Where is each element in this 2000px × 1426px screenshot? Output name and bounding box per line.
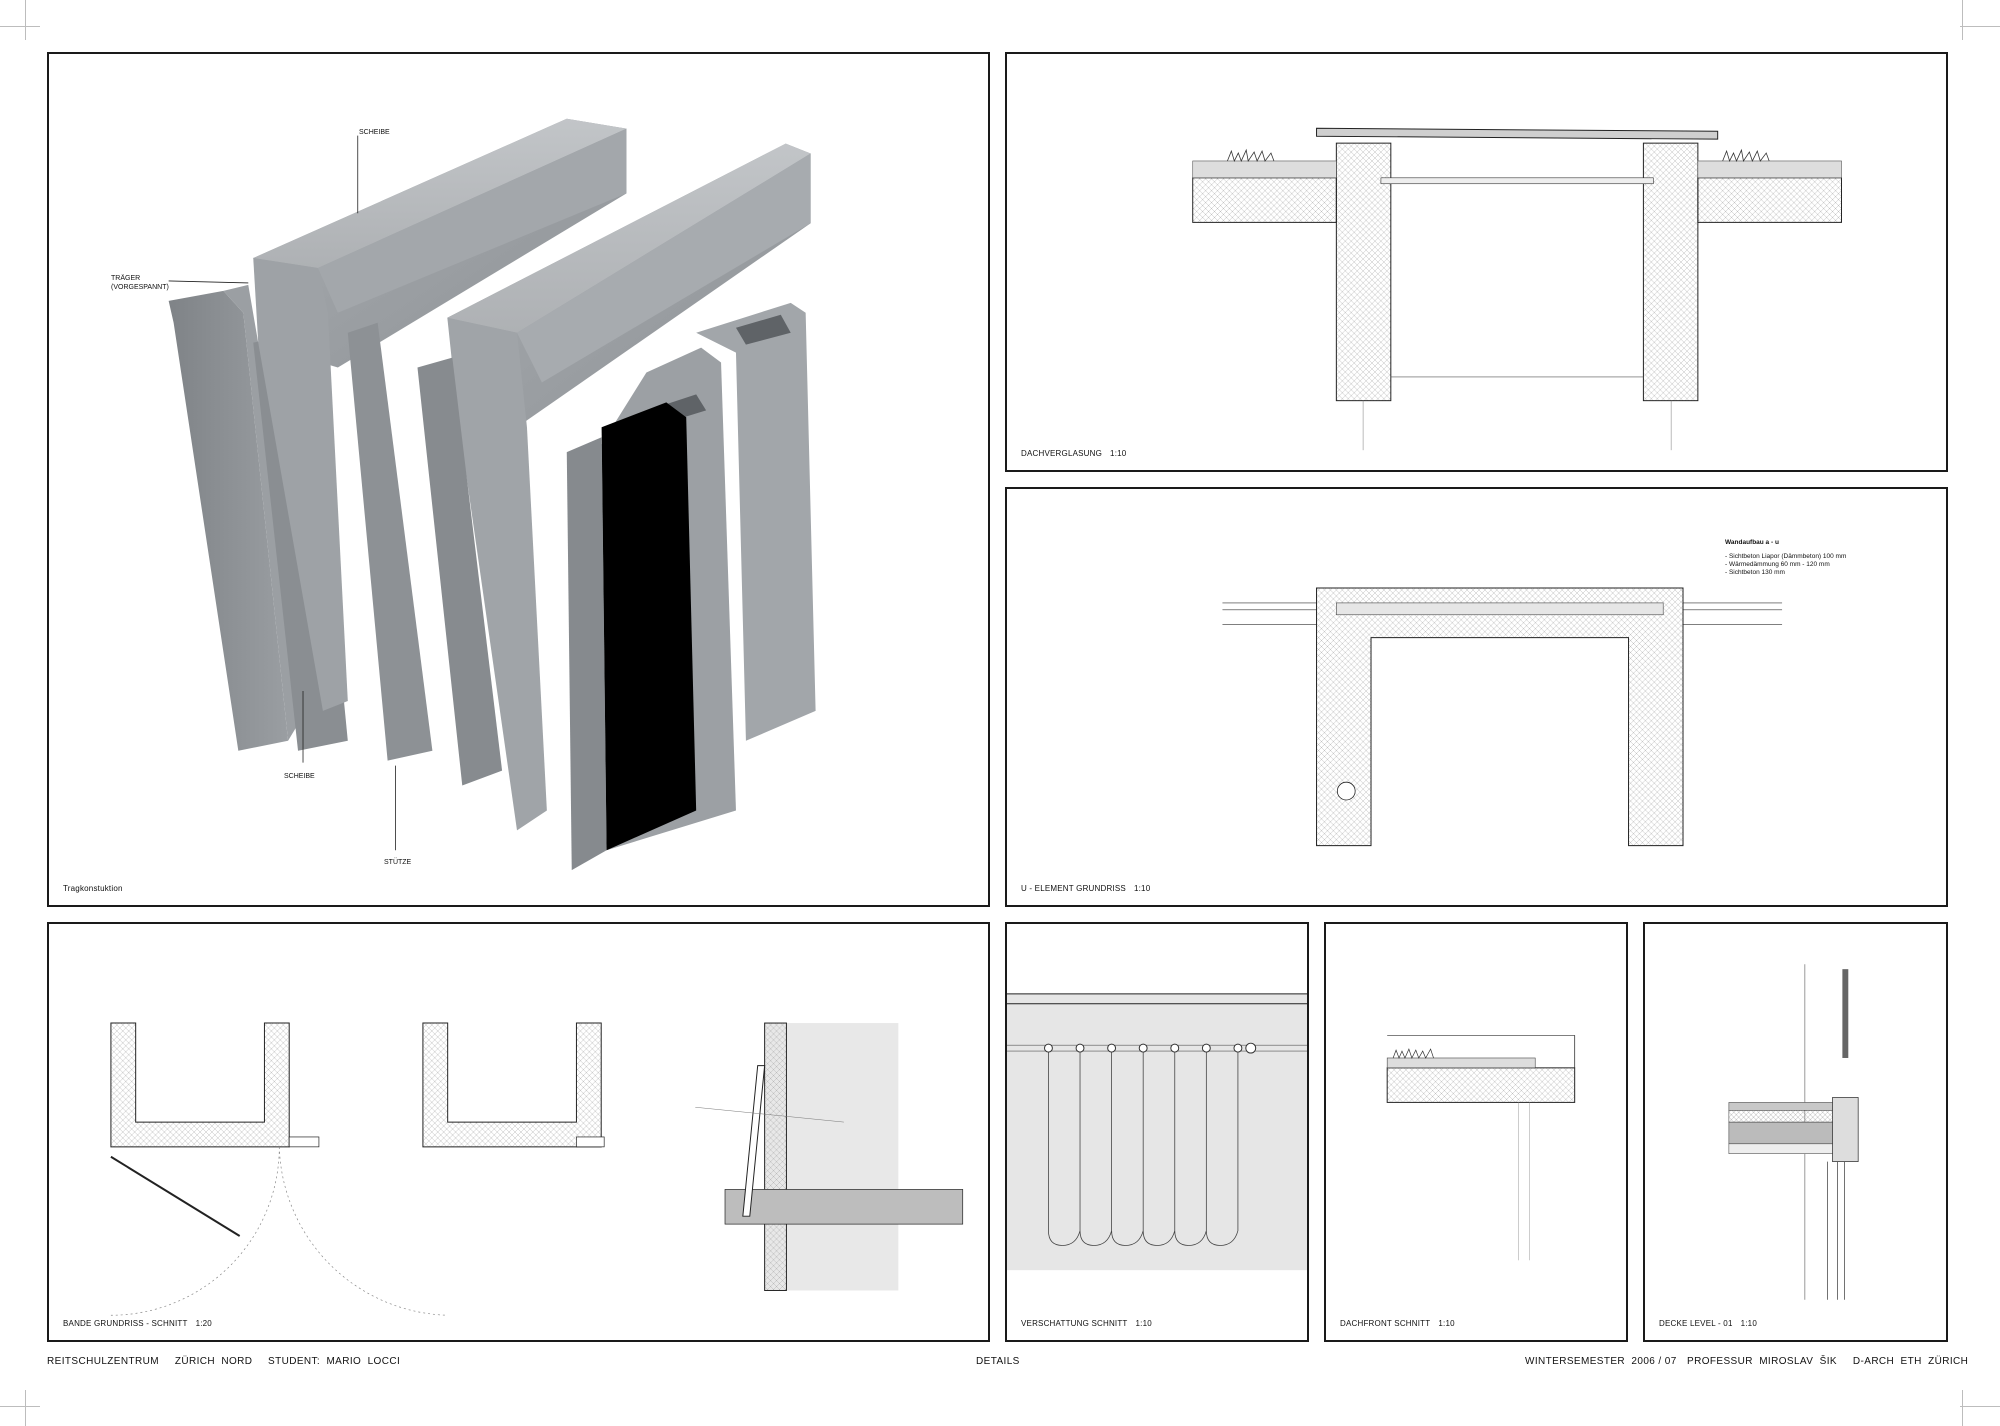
footer-semester: WINTERSEMESTER 2006 / 07 [1525, 1356, 1677, 1367]
footer-sheet-title: DETAILS [976, 1356, 1020, 1367]
crop-mark [1962, 0, 1963, 40]
panel-decke: DECKE LEVEL - 01 1:10 [1643, 922, 1948, 1342]
panel-u-element: Wandaufbau a - u - Sichtbeton Liapor (Dä… [1005, 487, 1948, 907]
label-scheibe-top: SCHEIBE [359, 129, 390, 136]
footer-project: REITSCHULZENTRUM ZÜRICH NORD [47, 1356, 253, 1367]
panel-dachverglasung: DACHVERGLASUNG 1:10 [1005, 52, 1948, 472]
caption-scale: 1:10 [1740, 1319, 1757, 1328]
crop-mark [25, 1390, 26, 1426]
concrete-structure-render [168, 118, 816, 871]
bande-drawing [110, 1022, 964, 1316]
panel-caption: VERSCHATTUNG SCHNITT 1:10 [1021, 1319, 1152, 1328]
panel-caption: DECKE LEVEL - 01 1:10 [1659, 1319, 1757, 1328]
crop-mark [1960, 1406, 2000, 1407]
crop-mark [1962, 1390, 1963, 1426]
decke-drawing [1728, 964, 1859, 1300]
label-traeger: TRÄGER (VORGESPANNT) [111, 274, 169, 292]
caption-text: VERSCHATTUNG SCHNITT [1021, 1319, 1128, 1328]
caption-scale: 1:10 [1438, 1319, 1455, 1328]
footer-student: STUDENT: MARIO LOCCI [268, 1356, 401, 1367]
caption-scale: 1:10 [1133, 884, 1151, 893]
caption-text: Tragkonstuktion [63, 884, 123, 893]
legend-line: - Sichtbeton 130 mm [1725, 569, 1785, 576]
caption-text: BANDE GRUNDRISS - SCHNITT [63, 1319, 188, 1328]
verschattung-drawing [1007, 993, 1307, 1271]
caption-text: DACHFRONT SCHNITT [1340, 1319, 1431, 1328]
panel-caption: Tragkonstuktion [63, 884, 123, 893]
label-scheibe-bottom: SCHEIBE [284, 773, 315, 780]
caption-scale: 1:10 [1135, 1319, 1152, 1328]
panel-caption: BANDE GRUNDRISS - SCHNITT 1:20 [63, 1319, 212, 1328]
panel-dachfront: DACHFRONT SCHNITT 1:10 [1324, 922, 1628, 1342]
panel-caption: DACHFRONT SCHNITT 1:10 [1340, 1319, 1455, 1328]
panel-verschattung: VERSCHATTUNG SCHNITT 1:10 [1005, 922, 1309, 1342]
label-traeger-line1: TRÄGER [111, 275, 141, 282]
legend-line: - Wärmedämmung 60 mm - 120 mm [1725, 561, 1830, 568]
dachfront-drawing [1386, 1034, 1576, 1261]
u-element-drawing [1222, 587, 1783, 847]
panel-caption: DACHVERGLASUNG 1:10 [1021, 449, 1126, 458]
label-stuetze: STÜTZE [384, 859, 412, 866]
crop-mark [25, 0, 26, 40]
label-traeger-line2: (VORGESPANNT) [111, 284, 169, 291]
panel-caption: U - ELEMENT GRUNDRISS 1:10 [1021, 884, 1150, 893]
crop-mark [0, 26, 40, 27]
crop-mark [1960, 26, 2000, 27]
caption-scale: 1:20 [195, 1319, 212, 1328]
legend-title: Wandaufbau a - u [1725, 539, 1779, 546]
crop-mark [0, 1406, 40, 1407]
footer-professor: PROFESSUR MIROSLAV ŠIK D-ARCH ETH ZÜRICH [1687, 1356, 1969, 1367]
panel-bande: BANDE GRUNDRISS - SCHNITT 1:20 [47, 922, 990, 1342]
dachverglasung-drawing [1192, 127, 1842, 451]
panel-tragkonstruktion: SCHEIBE TRÄGER (VORGESPANNT) SCHEIBE STÜ… [47, 52, 990, 907]
caption-text: DECKE LEVEL - 01 [1659, 1319, 1733, 1328]
leader-line [168, 280, 249, 284]
caption-scale: 1:10 [1110, 449, 1127, 458]
legend-line: - Sichtbeton Liapor (Dämmbeton) 100 mm [1725, 553, 1847, 560]
caption-text: DACHVERGLASUNG [1021, 449, 1103, 458]
wall-build-up-legend: Wandaufbau a - u - Sichtbeton Liapor (Dä… [1725, 539, 1846, 577]
caption-text: U - ELEMENT GRUNDRISS [1021, 884, 1126, 893]
